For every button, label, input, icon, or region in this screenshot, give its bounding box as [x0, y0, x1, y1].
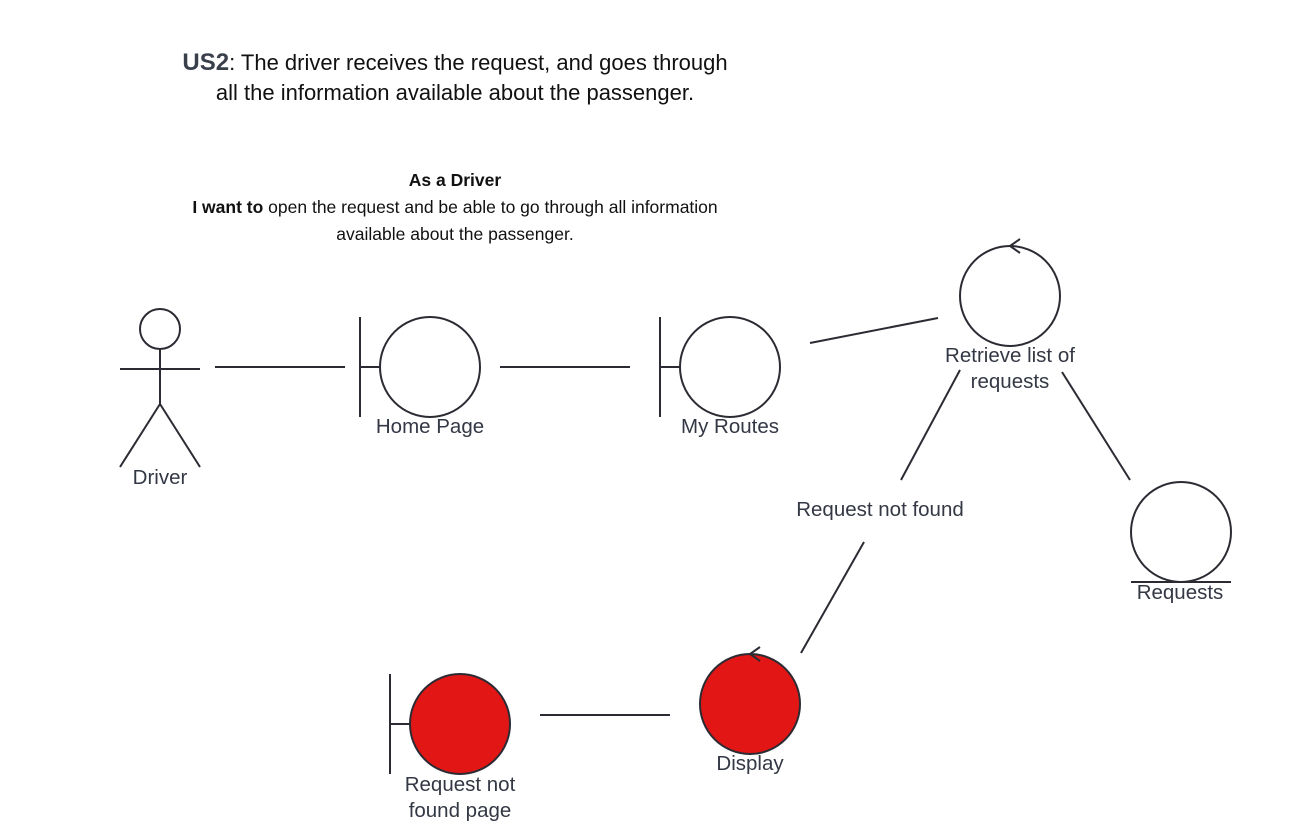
story-role: As a Driver	[408, 170, 502, 190]
story-want-text-1: open the request and be able to go throu…	[263, 197, 718, 217]
page-title: US2: The driver receives the request, an…	[120, 48, 790, 108]
display-control-icon	[699, 646, 801, 755]
retrieve-label-line-2: requests	[970, 370, 1050, 393]
driver-label: Driver	[132, 466, 188, 489]
edge-routes-retrieve	[809, 317, 939, 344]
retrieve-label-line-1: Retrieve list of	[945, 344, 1075, 367]
title-line-1: : The driver receives the request, and g…	[229, 50, 728, 75]
story-want-label: I want to	[192, 197, 264, 217]
driver-actor-icon	[119, 308, 201, 468]
not-found-page-label: Request not found page	[380, 772, 540, 824]
title-line-2: all the information available about the …	[215, 80, 695, 105]
edge-retrieve-guard	[900, 369, 961, 481]
requests-entity-icon	[1130, 481, 1232, 583]
my-routes-boundary-icon	[659, 316, 781, 418]
edge-guard-display	[800, 541, 865, 654]
retrieve-label: Retrieve list of requests	[920, 343, 1100, 395]
retrieve-control-icon	[959, 238, 1061, 347]
not-found-page-label-line-1: Request not	[404, 773, 516, 796]
home-page-label: Home Page	[375, 415, 485, 438]
display-label: Display	[716, 752, 784, 775]
not-found-guard-label: Request not found	[796, 498, 964, 521]
requests-label: Requests	[1136, 581, 1224, 604]
story-want-text-2: available about the passenger.	[336, 224, 574, 244]
my-routes-label: My Routes	[681, 415, 779, 438]
user-story: As a Driver I want to open the request a…	[140, 167, 770, 248]
edge-retrieve-requests	[1061, 371, 1131, 481]
not-found-page-boundary-icon	[389, 673, 511, 775]
home-page-boundary-icon	[359, 316, 481, 418]
not-found-page-label-line-2: found page	[408, 799, 512, 822]
user-story-id: US2	[182, 49, 230, 76]
